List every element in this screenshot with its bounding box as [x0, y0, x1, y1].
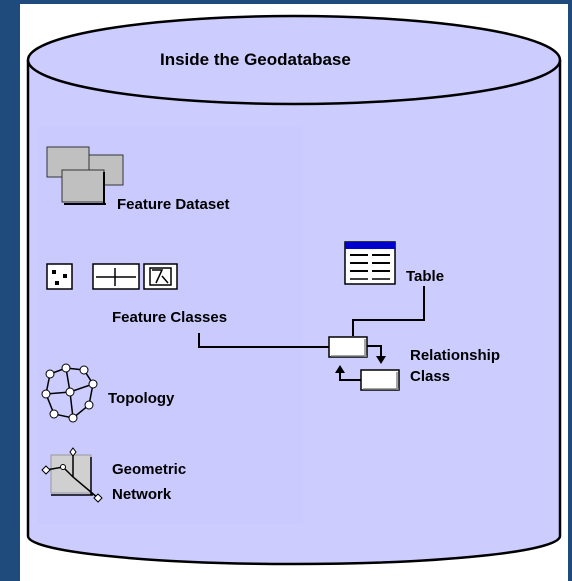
geometric-network-label-line1: Geometric	[112, 461, 187, 478]
geometric-network-icon	[41, 447, 103, 503]
relationship-class-label-line2: Class	[410, 368, 451, 385]
relationship-class-label: Relationship Class	[410, 345, 500, 387]
topology-label: Topology	[108, 390, 175, 407]
relationship-class-icon	[328, 336, 400, 391]
diagram-title: Inside the Geodatabase	[160, 50, 351, 69]
table-label: Table	[406, 268, 445, 285]
point-feature-class-icon	[46, 263, 73, 290]
geometric-network-label-line2: Network	[112, 486, 172, 503]
topology-icon	[41, 363, 98, 423]
polygon-feature-class-icon	[143, 263, 178, 290]
line-feature-class-icon	[92, 263, 140, 290]
feature-dataset-icon	[46, 146, 124, 205]
geometric-network-label: Geometric Network	[112, 457, 186, 507]
relationship-class-label-line1: Relationship	[410, 347, 501, 364]
feature-dataset-label: Feature Dataset	[117, 196, 230, 213]
table-icon	[344, 241, 396, 285]
feature-classes-label: Feature Classes	[112, 309, 228, 326]
feature-classes-connector-line	[198, 333, 329, 348]
table-connector-line	[352, 286, 425, 336]
